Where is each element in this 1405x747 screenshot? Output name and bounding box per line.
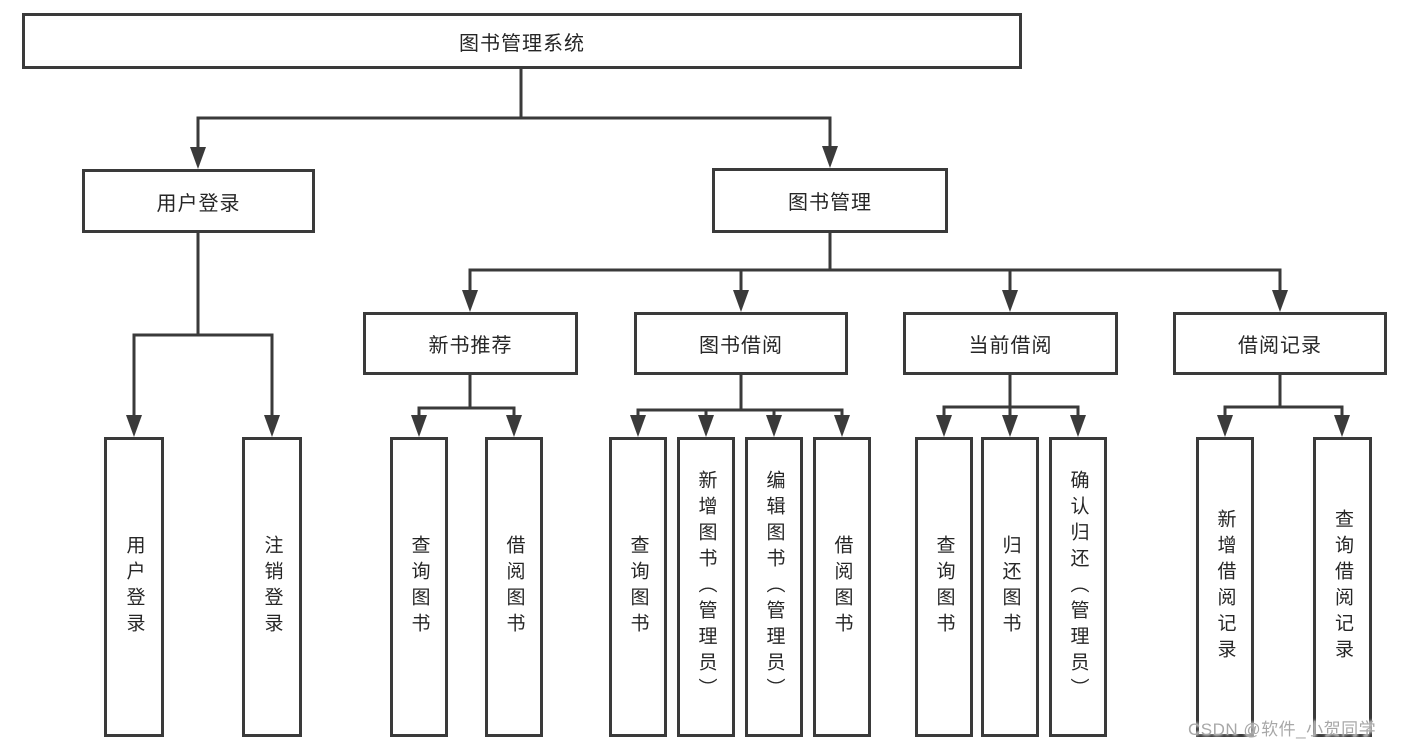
leaf-query-books-borrow: 查询图书 [609, 437, 667, 737]
connector-borrow-record-to-leaves [1217, 375, 1350, 437]
node-user-login: 用户登录 [82, 169, 315, 233]
leaf-edit-book-admin: 编辑图书（管理员） [745, 437, 803, 737]
leaf-borrow-books-recommend: 借阅图书 [485, 437, 543, 737]
connector-user-login-to-leaves [126, 233, 280, 437]
leaf-query-borrow-record: 查询借阅记录 [1313, 437, 1372, 737]
connector-current-borrow-to-leaves [936, 375, 1086, 437]
leaf-query-books-current: 查询图书 [915, 437, 973, 737]
leaf-user-login: 用户登录 [104, 437, 164, 737]
node-current-borrow: 当前借阅 [903, 312, 1118, 375]
leaf-add-book-admin: 新增图书（管理员） [677, 437, 735, 737]
node-borrow-record: 借阅记录 [1173, 312, 1387, 375]
csdn-watermark: CSDN @软件_小贺同学 [1188, 720, 1377, 739]
node-book-management: 图书管理 [712, 168, 948, 233]
connector-book-management-to-level3 [462, 233, 1288, 312]
leaf-add-borrow-record: 新增借阅记录 [1196, 437, 1254, 737]
leaf-query-books-recommend: 查询图书 [390, 437, 448, 737]
connector-new-book-recommend-to-leaves [411, 375, 522, 437]
connector-book-borrow-to-leaves [630, 375, 850, 437]
node-root: 图书管理系统 [22, 13, 1022, 69]
node-book-borrow: 图书借阅 [634, 312, 848, 375]
leaf-borrow-books: 借阅图书 [813, 437, 871, 737]
leaf-logout: 注销登录 [242, 437, 302, 737]
leaf-confirm-return-admin: 确认归还（管理员） [1049, 437, 1107, 737]
node-new-book-recommend: 新书推荐 [363, 312, 578, 375]
connector-root-to-level2 [190, 68, 838, 169]
leaf-return-books: 归还图书 [981, 437, 1039, 737]
